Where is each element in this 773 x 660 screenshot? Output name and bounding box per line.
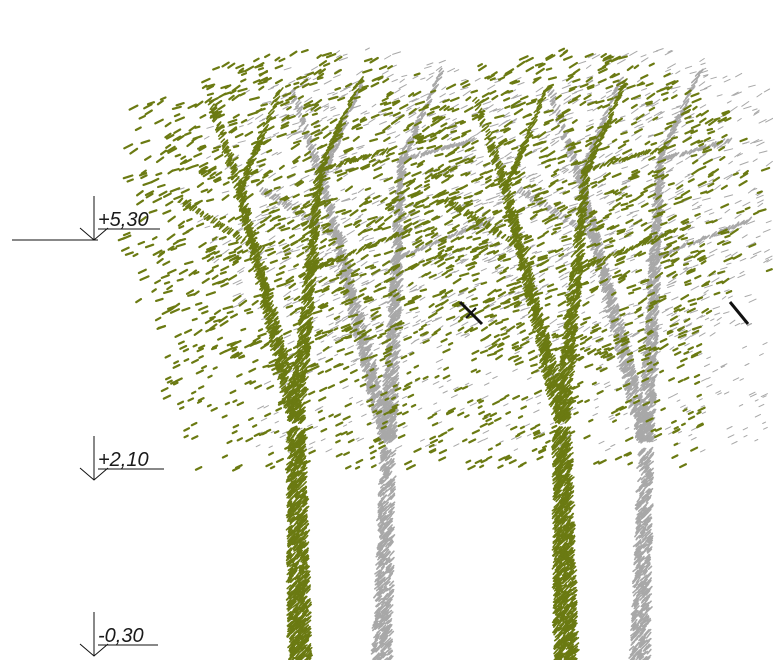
tree-3 bbox=[354, 47, 773, 660]
level-marker-bottom: -0,30 bbox=[79, 612, 158, 657]
foreground-trees bbox=[117, 47, 773, 660]
level-marker-middle: +2,10 bbox=[79, 436, 164, 481]
level-marker-top: +5,30 bbox=[12, 196, 160, 241]
section-mark-right bbox=[728, 301, 750, 325]
level-label-top: +5,30 bbox=[98, 209, 149, 231]
level-label-bottom: -0,30 bbox=[98, 625, 144, 647]
background-trees bbox=[177, 47, 773, 660]
tree-1 bbox=[117, 48, 515, 660]
level-label-middle: +2,10 bbox=[98, 449, 149, 471]
section-mark-left-tick bbox=[465, 307, 477, 319]
tree-4 bbox=[447, 48, 773, 660]
